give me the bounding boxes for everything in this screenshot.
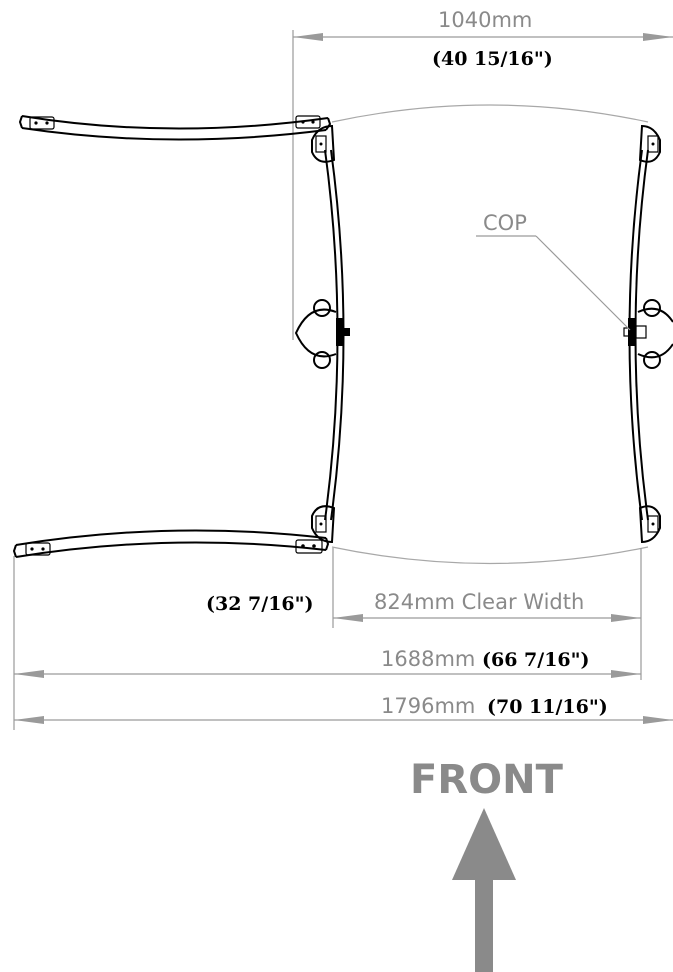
depth-dimension: 1040mm (40 15/16")	[292, 8, 673, 340]
right-frame	[623, 124, 673, 544]
clear-width-mm-label: 824mm Clear Width	[374, 590, 584, 614]
overall-width-dimension: 1796mm (70 11/16")	[14, 694, 673, 724]
overall-width-arrowhead-left	[14, 716, 44, 724]
inner-width-dimension: 1688mm (66 7/16")	[13, 556, 641, 730]
bottom-rail-line	[331, 546, 649, 565]
depth-arrowhead-right	[643, 33, 673, 41]
clear-width-in-label: (32 7/16")	[206, 593, 314, 615]
overall-width-arrowhead-right	[643, 716, 673, 724]
overall-width-in-label: (70 11/16")	[487, 696, 608, 718]
inner-width-mm-label: 1688mm	[381, 647, 475, 671]
overall-width-mm-label: 1796mm	[381, 694, 475, 718]
bottom-door-leaf	[12, 529, 330, 558]
cop-label: COP	[483, 211, 527, 235]
clear-width-arrowhead-left	[333, 614, 363, 622]
clear-width-dimension: 824mm Clear Width (32 7/16")	[206, 548, 642, 680]
depth-in-label: (40 15/16")	[432, 48, 553, 70]
cop-callout: COP	[476, 211, 631, 331]
depth-mm-label: 1040mm	[438, 8, 532, 32]
cop-leader-line	[535, 235, 631, 331]
front-arrow-shaft	[475, 878, 493, 972]
inner-width-arrowhead-right	[611, 670, 641, 678]
clear-width-arrowhead-right	[611, 614, 641, 622]
left-frame	[294, 124, 350, 544]
inner-width-arrowhead-left	[14, 670, 44, 678]
front-arrow	[452, 808, 516, 972]
inner-width-in-label: (66 7/16")	[482, 649, 590, 671]
top-door-leaf	[18, 115, 332, 141]
front-arrowhead	[452, 808, 516, 880]
top-rail-line	[331, 104, 649, 123]
depth-arrowhead-left	[293, 33, 323, 41]
front-label: FRONT	[410, 757, 564, 803]
